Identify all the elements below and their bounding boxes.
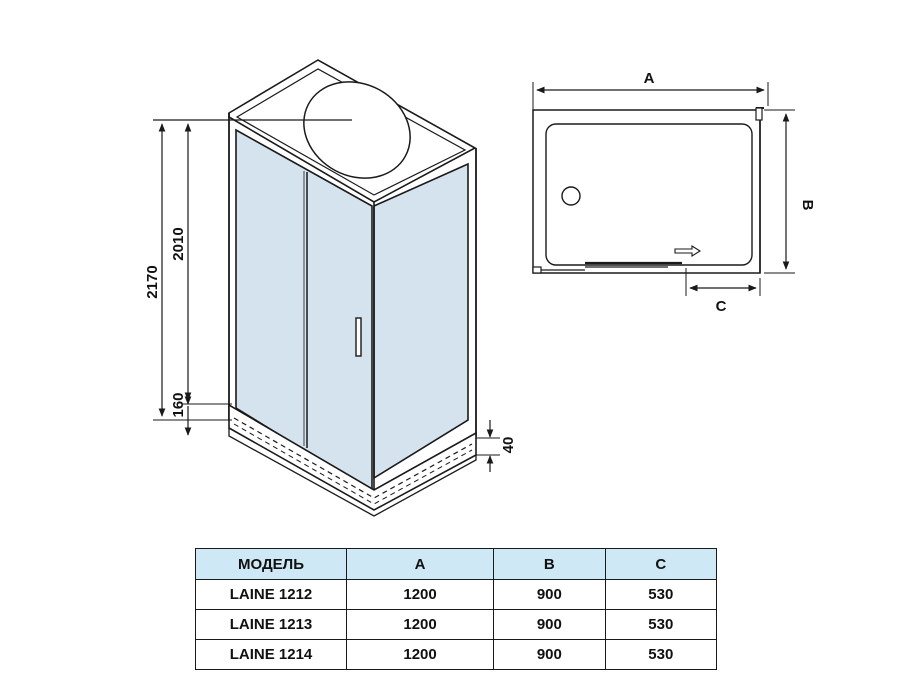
door-handle [355, 317, 362, 357]
drain-hole [561, 186, 581, 206]
header-model: МОДЕЛЬ [195, 548, 347, 580]
cell-c: 530 [604, 639, 718, 670]
cell-model: LAINE 1212 [195, 579, 347, 610]
cell-c: 530 [604, 579, 718, 610]
cell-a: 1200 [345, 579, 495, 610]
cell-b: 900 [493, 639, 606, 670]
cell-a: 1200 [345, 639, 495, 670]
technical-drawing: 2170 2010 160 40 A B C [144, 59, 816, 517]
table-row: LAINE 1214 1200 900 530 [195, 639, 718, 670]
dim-label-2170: 2170 [144, 265, 161, 298]
roof-light-oval [303, 81, 411, 179]
table-row: LAINE 1212 1200 900 530 [195, 579, 718, 610]
table-row: LAINE 1213 1200 900 530 [195, 609, 718, 640]
dim-label-a: A [644, 70, 655, 87]
slide-direction-arrow [674, 245, 702, 257]
header-a: A [345, 548, 495, 580]
cell-model: LAINE 1213 [195, 609, 347, 640]
cell-model: LAINE 1214 [195, 639, 347, 670]
table-header-row: МОДЕЛЬ A B C [195, 548, 718, 580]
dim-label-40: 40 [500, 437, 517, 454]
side-glass-panel [373, 162, 469, 480]
cell-c: 530 [604, 609, 718, 640]
cabin-iso-view [153, 59, 500, 517]
dim-label-c: C [716, 298, 727, 315]
dim-label-b: B [799, 200, 816, 211]
header-c: C [604, 548, 718, 580]
plan-tray [545, 123, 753, 266]
cell-b: 900 [493, 579, 606, 610]
plan-dimension-lines [536, 86, 790, 292]
cell-b: 900 [493, 609, 606, 640]
plan-view [532, 82, 795, 296]
cell-a: 1200 [345, 609, 495, 640]
plan-outer-frame [532, 109, 761, 274]
dim-label-160: 160 [170, 392, 187, 417]
header-b: B [493, 548, 606, 580]
dim-label-2010: 2010 [170, 227, 187, 260]
iso-dimension-lines [158, 123, 494, 472]
model-dimensions-table: МОДЕЛЬ A B C LAINE 1212 1200 900 530 LAI… [195, 548, 718, 670]
